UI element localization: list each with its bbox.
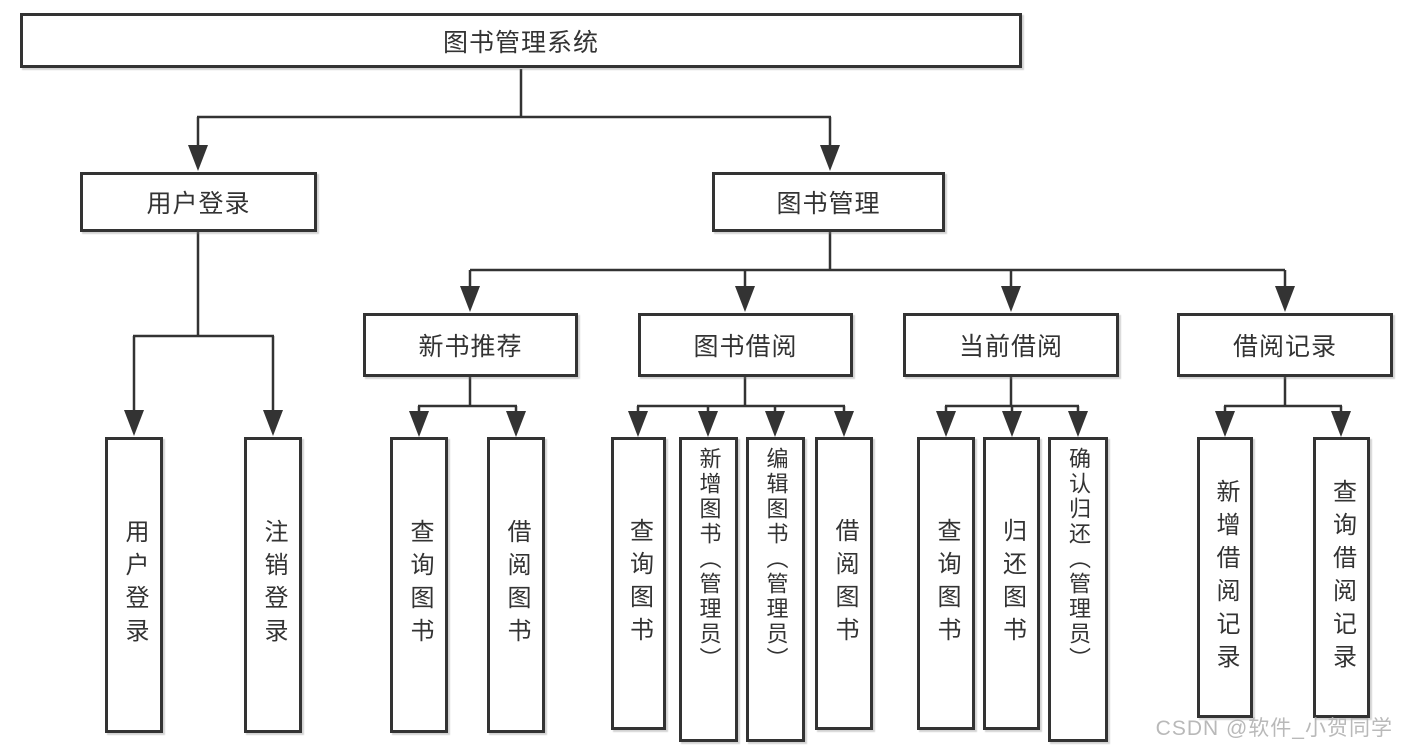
leaf-logout-label: 注销登录 (260, 519, 287, 651)
leaf-query-books-recommend: 查询图书 (390, 437, 448, 733)
leaf-borrow-books-recommend: 借阅图书 (487, 437, 545, 733)
leaf-query-books-current: 查询图书 (917, 437, 975, 730)
leaf-edit-books-admin: 编辑图书（管理员） (746, 437, 805, 742)
node-book-management-label: 图书管理 (776, 190, 881, 218)
arrowhead-icons (124, 145, 1351, 437)
leaf-query-books-current-label: 查询图书 (933, 517, 960, 650)
leaf-borrow-books-borrowing: 借阅图书 (815, 437, 873, 730)
csdn-watermark: CSDN @软件_小贺同学 (1155, 717, 1393, 740)
leaf-add-borrow-record: 新增借阅记录 (1197, 437, 1253, 718)
leaf-query-books-recommend-label: 查询图书 (406, 519, 433, 651)
leaf-add-books-admin-label: 新增图书（管理员） (696, 447, 722, 672)
node-current-borrowing-label: 当前借阅 (958, 333, 1063, 361)
leaf-query-books-borrowing: 查询图书 (611, 437, 666, 730)
leaf-user-login: 用户登录 (105, 437, 163, 733)
node-borrowing-records: 借阅记录 (1177, 313, 1393, 377)
leaf-query-borrow-record: 查询借阅记录 (1313, 437, 1370, 718)
leaf-borrow-books-borrowing-label: 借阅图书 (831, 517, 858, 650)
leaf-logout: 注销登录 (244, 437, 302, 733)
leaf-add-books-admin: 新增图书（管理员） (679, 437, 738, 742)
node-book-borrowing-label: 图书借阅 (693, 333, 798, 361)
node-book-borrowing: 图书借阅 (638, 313, 853, 377)
node-book-management: 图书管理 (712, 172, 945, 232)
leaf-edit-books-admin-label: 编辑图书（管理员） (763, 447, 789, 672)
node-new-book-recommendation-label: 新书推荐 (418, 333, 523, 361)
leaf-confirm-return-admin-label: 确认归还（管理员） (1066, 447, 1091, 672)
node-current-borrowing: 当前借阅 (903, 313, 1119, 377)
leaf-query-books-borrowing-label: 查询图书 (625, 517, 653, 650)
node-library-system: 图书管理系统 (20, 13, 1022, 68)
leaf-return-books: 归还图书 (983, 437, 1040, 730)
node-user-login-group: 用户登录 (80, 172, 317, 232)
node-library-system-label: 图书管理系统 (442, 28, 599, 57)
node-new-book-recommendation: 新书推荐 (363, 313, 578, 377)
leaf-add-borrow-record-label: 新增借阅记录 (1212, 478, 1239, 677)
leaf-confirm-return-admin: 确认归还（管理员） (1048, 437, 1108, 742)
node-user-login-group-label: 用户登录 (146, 190, 251, 218)
leaf-borrow-books-recommend-label: 借阅图书 (503, 519, 530, 651)
leaf-return-books-label: 归还图书 (998, 517, 1026, 650)
leaf-query-borrow-record-label: 查询借阅记录 (1328, 478, 1356, 677)
leaf-user-login-label: 用户登录 (121, 519, 148, 651)
node-borrowing-records-label: 借阅记录 (1232, 333, 1337, 361)
